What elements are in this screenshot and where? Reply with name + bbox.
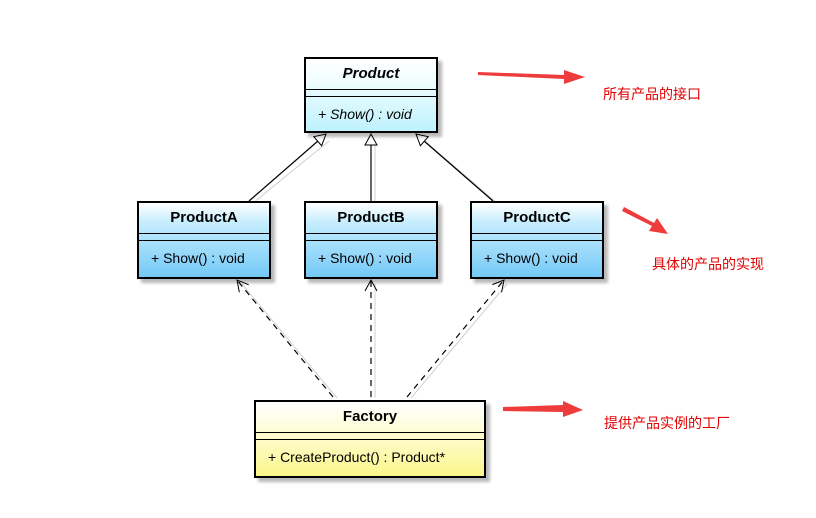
factory-attributes-compartment	[256, 433, 484, 440]
generalization-productC	[415, 133, 494, 202]
productC-class-name: ProductC	[472, 203, 602, 234]
red-arrow-factory	[503, 401, 583, 417]
productB-operation: + Show() : void	[318, 250, 412, 266]
red-arrow-concrete	[622, 207, 668, 234]
factory-class-name: Factory	[256, 402, 484, 433]
dependency-factory-productC	[406, 279, 505, 398]
productB-class[interactable]: ProductB + Show() : void	[304, 201, 438, 279]
factory-note: 提供产品实例的工厂	[604, 416, 730, 432]
interface-note: 所有产品的接口	[603, 87, 701, 103]
concrete-note: 具体的产品的实现	[652, 257, 764, 273]
productA-class-name: ProductA	[139, 203, 269, 234]
productA-operation: + Show() : void	[151, 250, 245, 266]
productA-attributes-compartment	[139, 234, 269, 241]
product-class[interactable]: Product + Show() : void	[304, 57, 438, 133]
dependency-factory-productA	[236, 279, 334, 398]
red-arrow-interface	[478, 70, 585, 84]
product-class-name: Product	[306, 59, 436, 90]
productB-class-name: ProductB	[306, 203, 436, 234]
productC-operation: + Show() : void	[484, 250, 578, 266]
product-attributes-compartment	[306, 90, 436, 97]
productC-class[interactable]: ProductC + Show() : void	[470, 201, 604, 279]
factory-operation: + CreateProduct() : Product*	[268, 449, 446, 465]
productB-attributes-compartment	[306, 234, 436, 241]
factory-class[interactable]: Factory + CreateProduct() : Product*	[254, 400, 486, 478]
generalization-productA	[248, 133, 327, 202]
productC-attributes-compartment	[472, 234, 602, 241]
product-operation: + Show() : void	[318, 106, 412, 122]
productA-class[interactable]: ProductA + Show() : void	[137, 201, 271, 279]
